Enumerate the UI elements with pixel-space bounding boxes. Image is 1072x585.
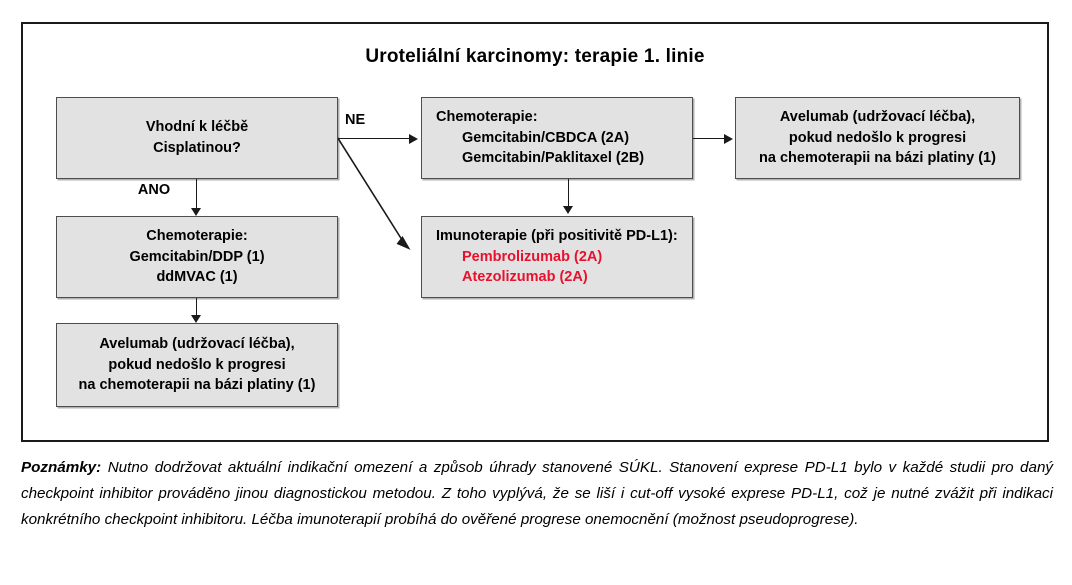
box-avelumab-maintenance-right[interactable]: Avelumab (udržovací léčba), pokud nedošl… [735,97,1020,179]
box-line: Avelumab (udržovací léčba), [779,109,976,126]
box-line: Imunoterapie (při positivitě PD-L1): [436,228,678,245]
box-line: ddMVAC (1) [156,269,238,286]
box-immunotherapy[interactable]: Imunoterapie (při positivitě PD-L1): Pem… [421,216,693,298]
box-chemotherapy-cisplatin[interactable]: Chemoterapie: Gemcitabin/DDP (1) ddMVAC … [56,216,338,298]
box-cisplatin-eligibility[interactable]: Vhodní k léčbě Cisplatinou? [56,97,338,179]
box-line: pokud nedošlo k progresi [108,356,286,373]
box-line: Chemoterapie: [436,109,538,126]
connector-maintenance-line [196,298,197,315]
arrow-down-icon [191,208,201,216]
box-line: Cisplatinou? [153,140,241,156]
page-title: Uroteliální karcinomy: terapie 1. linie [365,46,705,67]
arrow-down-icon [191,315,201,323]
box-chemotherapy-alternative[interactable]: Chemoterapie: Gemcitabin/CBDCA (2A) Gemc… [421,97,693,179]
connector-yes-line [196,179,197,209]
diagram-frame: Uroteliální karcinomy: terapie 1. linie … [21,22,1049,442]
box-line: Vhodní k léčbě [145,119,249,136]
connector-avelumab-right-line [693,138,725,139]
box-line: Gemcitabin/CBDCA (2A) [462,129,630,146]
box-line-highlighted: Pembrolizumab (2A) [462,248,603,265]
box-line: Avelumab (udržovací léčba), [99,336,295,353]
arrow-right-icon [409,133,418,144]
notes-body: Nutno dodržovat aktuální indikační omeze… [21,459,1053,529]
arrow-right-icon [724,133,733,144]
connector-no-line [338,138,410,139]
edge-label-no: NE [345,112,366,128]
connector-immunotherapy-line [568,179,569,207]
box-line-highlighted: Atezolizumab (2A) [462,269,588,286]
box-avelumab-maintenance-left[interactable]: Avelumab (udržovací léčba), pokud nedošl… [56,323,338,407]
box-line: na chemoterapii na bázi platiny (1) [759,150,996,167]
notes-block: Poznámky: Nutno dodržovat aktuální indik… [21,455,1053,533]
box-line: Chemoterapie: [146,228,248,245]
arrow-down-icon [563,206,573,214]
notes-label: Poznámky: [21,459,102,476]
box-line: Gemcitabin/DDP (1) [129,248,265,265]
edge-label-yes: ANO [137,182,171,198]
box-line: Gemcitabin/Paklitaxel (2B) [462,150,645,167]
box-line: na chemoterapii na bázi platiny (1) [78,377,316,394]
box-line: pokud nedošlo k progresi [788,129,967,146]
